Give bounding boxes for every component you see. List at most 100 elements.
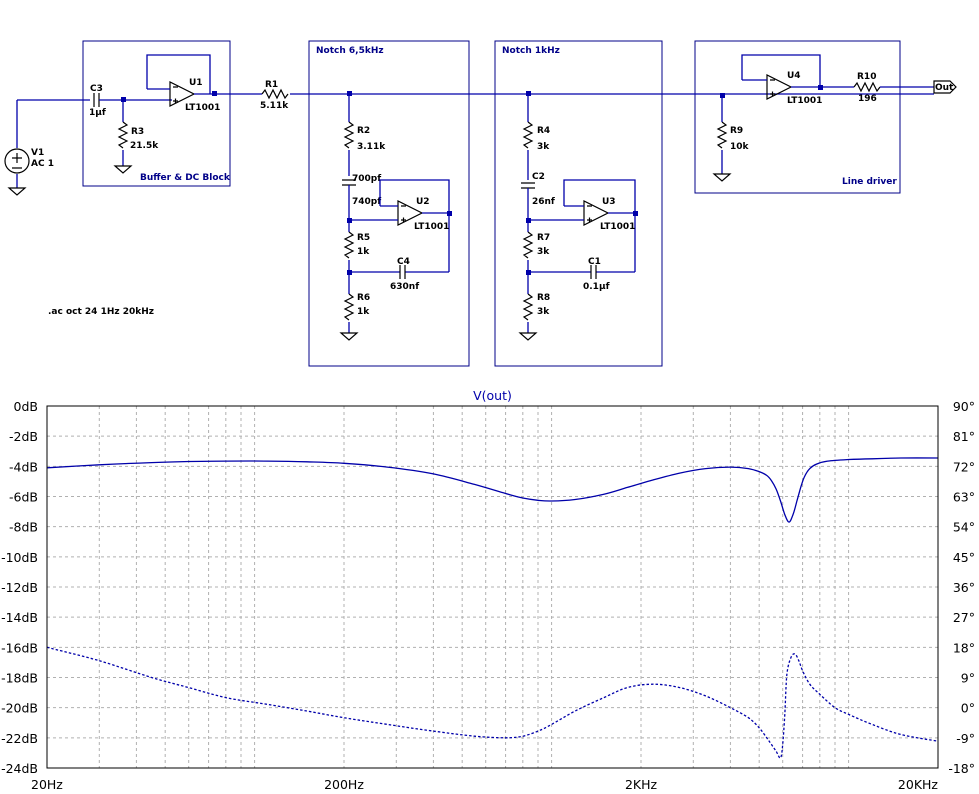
y-right-tick-label: 63° [953, 490, 975, 505]
r10-value: 196 [858, 94, 877, 104]
c2-name: C2 [532, 172, 545, 182]
phase-trace [46, 646, 939, 759]
resistor-r10[interactable]: R10 196 [853, 72, 934, 104]
output-port-out[interactable]: Out [933, 80, 957, 94]
plot-frame [46, 405, 939, 769]
r7-value: 3k [537, 247, 550, 257]
y-right-tick-label: 90° [953, 399, 975, 414]
u2-model: LT1001 [414, 222, 449, 232]
c-700pf-value: 700pf [352, 174, 381, 184]
x-tick-label: 200Hz [324, 777, 364, 792]
r3-name: R3 [131, 127, 144, 137]
r2-name: R2 [357, 126, 370, 136]
y-left-tick-label: -12dB [1, 580, 38, 595]
r4-value: 3k [537, 142, 550, 152]
resistor-r1[interactable]: R1 5.11k [232, 80, 350, 111]
c-740pf-value: 740pf [352, 197, 381, 207]
c2-value: 26nf [532, 197, 555, 207]
r6-value: 1k [357, 307, 370, 317]
spice-directive: .ac oct 24 1Hz 20kHz [48, 307, 154, 317]
c1-value: 0.1µf [583, 282, 610, 292]
c4-value: 630nf [390, 282, 419, 292]
line-driver-block-frame [694, 40, 901, 194]
u3-name: U3 [602, 197, 616, 207]
capacitor-700pf[interactable]: 700pf 740pf [342, 174, 381, 220]
notch-6-5khz-block-frame [308, 40, 470, 367]
y-right-tick-label: 27° [953, 610, 975, 625]
opamp-u1[interactable]: U1 LT1001 [146, 54, 232, 113]
y-right-tick-label: 0° [961, 701, 975, 716]
capacitor-c1[interactable]: C1 0.1µf [528, 257, 635, 292]
resistor-r6[interactable]: R6 1k [339, 290, 370, 341]
resistor-r9[interactable]: R9 10k [712, 95, 750, 182]
r8-name: R8 [537, 293, 550, 303]
y-right-tick-label: -9° [956, 731, 975, 746]
r9-name: R9 [730, 126, 743, 136]
line-driver-block-label: Line driver [842, 177, 897, 187]
magnitude-trace [46, 457, 939, 523]
capacitor-c4[interactable]: C4 630nf [349, 257, 449, 292]
x-axis-ticks: 20Hz 200Hz 2KHz 20KHz [31, 777, 938, 792]
output-label: Out [935, 83, 954, 93]
notch-1khz-block-label: Notch 1kHz [502, 46, 560, 56]
y-right-tick-label: 72° [953, 459, 975, 474]
r2-value: 3.11k [357, 142, 386, 152]
y-left-axis-ticks: 0dB-2dB-4dB-6dB-8dB-10dB-12dB-14dB-16dB-… [1, 399, 38, 776]
r6-name: R6 [357, 293, 370, 303]
notch-6-5khz-block-label: Notch 6,5kHz [316, 46, 384, 56]
u2-name: U2 [416, 197, 430, 207]
r4-name: R4 [537, 126, 550, 136]
resistor-r5[interactable]: R5 1k [343, 220, 370, 290]
r7-name: R7 [537, 233, 550, 243]
y-right-tick-label: 81° [953, 429, 975, 444]
y-left-tick-label: -18dB [1, 671, 38, 686]
y-left-tick-label: -10dB [1, 550, 38, 565]
x-tick-label: 2KHz [625, 777, 658, 792]
r1-value: 5.11k [260, 101, 289, 111]
opamp-u2[interactable]: U2 LT1001 [349, 179, 450, 272]
y-right-tick-label: -18° [948, 761, 975, 776]
r1-name: R1 [265, 80, 278, 90]
plot-grid [46, 405, 939, 769]
y-right-tick-label: 36° [953, 580, 975, 595]
opamp-u3[interactable]: U3 LT1001 [528, 179, 636, 272]
c3-name: C3 [90, 84, 103, 94]
plot-title: V(out) [473, 388, 512, 403]
r10-name: R10 [857, 72, 876, 82]
y-right-tick-label: 18° [953, 640, 975, 655]
capacitor-c3[interactable]: C3 1µf [89, 84, 172, 118]
x-tick-label: 20KHz [898, 777, 939, 792]
resistor-r2[interactable]: R2 3.11k [343, 94, 386, 176]
u1-name: U1 [189, 78, 203, 88]
y-right-axis-ticks: 90° 81° 72° 63° 54° 45° 36° 27° 18° 9° 0° -9° -18° [948, 399, 975, 776]
r5-value: 1k [357, 247, 370, 257]
y-left-tick-label: -16dB [1, 640, 38, 655]
y-left-tick-label: -24dB [1, 761, 38, 776]
r3-value: 21.5k [130, 141, 159, 151]
u1-model: LT1001 [185, 103, 220, 113]
schematic: Buffer & DC Block Notch 6,5kHz Notch 1kH… [4, 40, 957, 367]
y-left-tick-label: -6dB [9, 490, 38, 505]
voltage-source-v1[interactable]: V1 AC 1 [4, 99, 90, 196]
y-right-tick-label: 54° [953, 520, 975, 535]
x-tick-label: 20Hz [31, 777, 63, 792]
c1-name: C1 [588, 257, 601, 267]
plot-traces [46, 457, 939, 759]
capacitor-c2[interactable]: C2 26nf [521, 172, 555, 220]
resistor-r4[interactable]: R4 3k [522, 94, 550, 180]
y-left-tick-label: -20dB [1, 701, 38, 716]
y-right-tick-label: 45° [953, 550, 975, 565]
y-left-tick-label: -22dB [1, 731, 38, 746]
resistor-r8[interactable]: R8 3k [518, 290, 550, 341]
resistor-r3[interactable]: R3 21.5k [113, 100, 159, 174]
opamp-u4[interactable]: U4 LT1001 [741, 54, 854, 106]
y-right-tick-label: 9° [961, 671, 975, 686]
c3-value: 1µf [89, 108, 106, 118]
buffer-block-frame [82, 40, 231, 187]
r5-name: R5 [357, 233, 370, 243]
buffer-block-label: Buffer & DC Block [140, 173, 231, 183]
v1-value: AC 1 [31, 159, 54, 169]
u3-model: LT1001 [600, 222, 635, 232]
y-left-tick-label: -4dB [9, 459, 38, 474]
